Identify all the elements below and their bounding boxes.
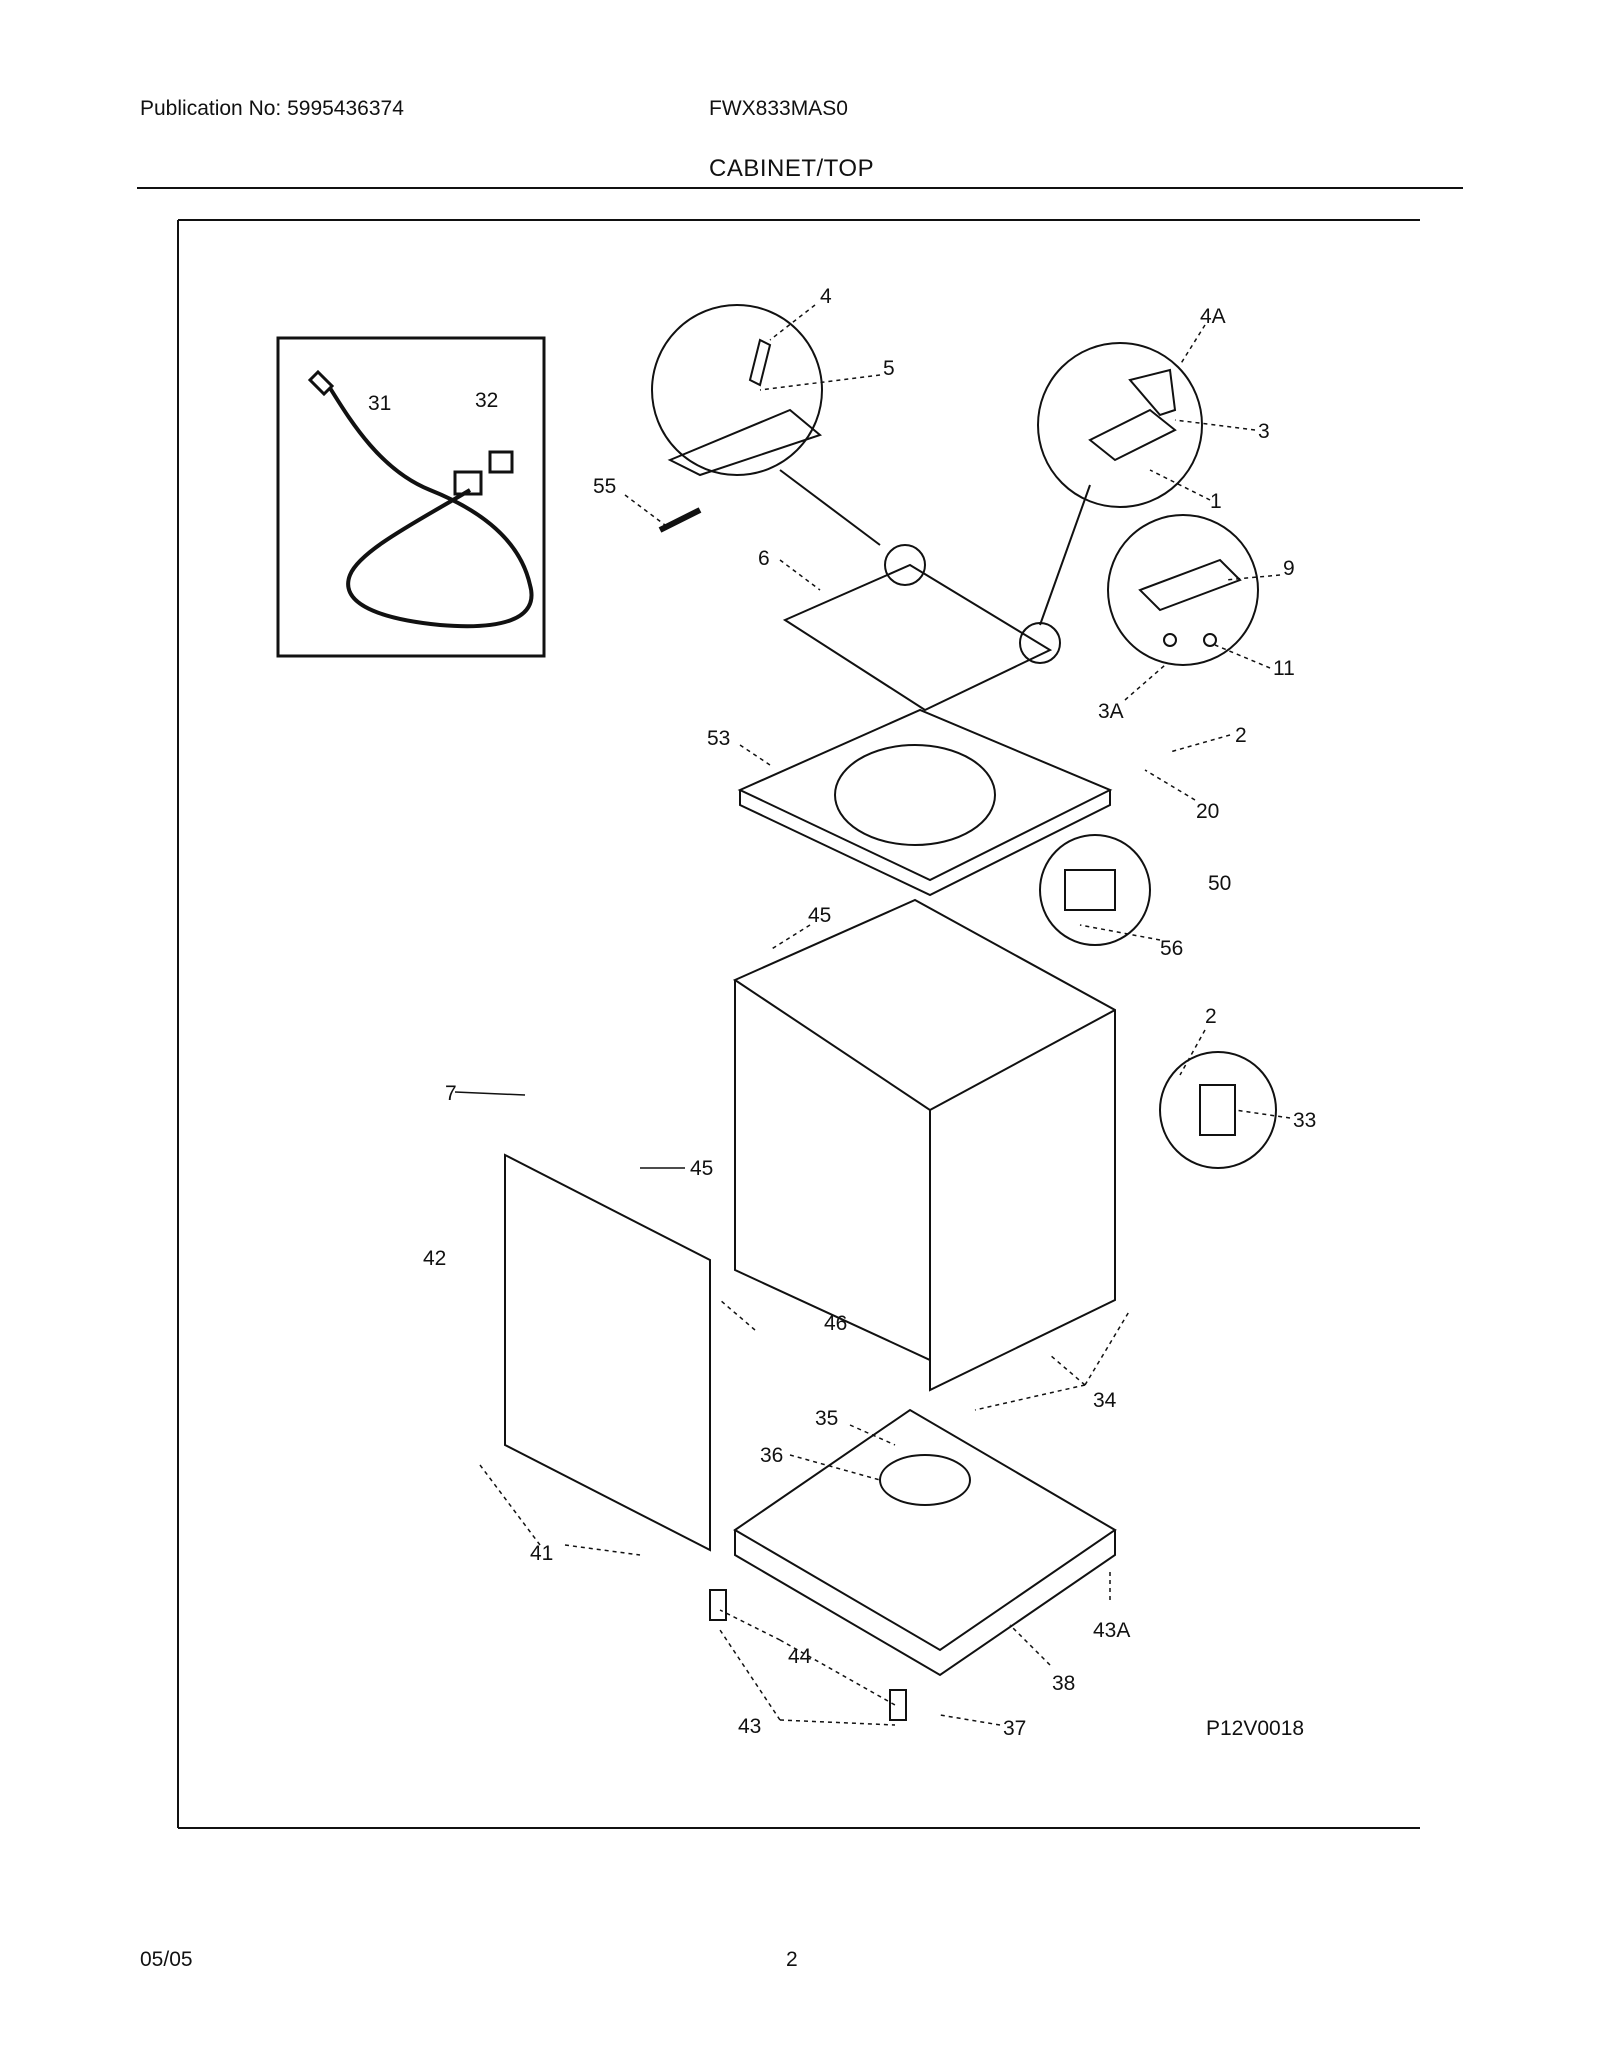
callout-36: 36: [760, 1444, 783, 1467]
callout-45-top: 45: [808, 904, 831, 927]
callout-labels: 4 4A 5 3 31 32 55 1 6 9 11 3A 53 2 20 50…: [368, 285, 1316, 1740]
leader-lines: [479, 304, 1291, 1726]
callout-55: 55: [593, 475, 616, 498]
callout-44: 44: [788, 1645, 812, 1668]
callout-2-top: 2: [1235, 724, 1247, 747]
callout-9: 9: [1283, 557, 1295, 580]
callout-53: 53: [707, 727, 730, 750]
callout-11: 11: [1273, 657, 1295, 680]
detail-pointer-right: [1019, 622, 1061, 664]
callout-34: 34: [1093, 1389, 1117, 1412]
spring-part: [658, 507, 702, 533]
front-panel-part: [504, 1153, 711, 1552]
callout-31: 31: [368, 392, 391, 415]
callout-43A: 43A: [1093, 1619, 1130, 1642]
callout-4: 4: [820, 285, 832, 308]
leg-left: [709, 1589, 727, 1621]
hinge-detail-left: [651, 304, 881, 546]
callout-7: 7: [445, 1082, 457, 1105]
callout-41: 41: [530, 1542, 553, 1565]
header-rule: [137, 187, 1463, 189]
callout-2-bracket: 2: [1205, 1005, 1217, 1028]
section-title: CABINET/TOP: [709, 155, 875, 182]
callout-37: 37: [1003, 1717, 1026, 1740]
detail-pointer-left: [884, 544, 926, 586]
callout-35: 35: [815, 1407, 838, 1430]
model-number: FWX833MAS0: [709, 97, 848, 120]
callout-5: 5: [883, 357, 895, 380]
switch-detail: [1039, 834, 1151, 946]
callout-38: 38: [1052, 1672, 1075, 1695]
callout-56: 56: [1160, 937, 1183, 960]
callout-3A: 3A: [1098, 700, 1124, 723]
callout-1: 1: [1210, 490, 1222, 513]
base-part: [733, 1408, 1117, 1677]
callout-45-front: 45: [690, 1157, 713, 1180]
page-number: 2: [786, 1948, 798, 1971]
callout-20: 20: [1196, 800, 1219, 823]
bracket-detail: [1159, 1051, 1277, 1169]
callout-50: 50: [1208, 872, 1231, 895]
solid-leaders: [454, 1091, 685, 1169]
callout-4A: 4A: [1200, 305, 1226, 328]
publication-number: Publication No: 5995436374: [140, 97, 404, 120]
top-panel-part: [737, 708, 1113, 897]
publication-date: 05/05: [140, 1948, 193, 1971]
cabinet-part: [732, 898, 1116, 1392]
callout-6: 6: [758, 547, 770, 570]
hinge-detail-right: [1037, 342, 1203, 626]
drawing-code: P12V0018: [1206, 1717, 1304, 1740]
callout-43: 43: [738, 1715, 761, 1738]
leg-right: [889, 1689, 907, 1721]
latch-detail: [1107, 514, 1259, 666]
callout-3: 3: [1258, 420, 1270, 443]
callout-46: 46: [824, 1312, 847, 1335]
power-cord-inset: [276, 336, 546, 658]
callout-32: 32: [475, 389, 498, 412]
callout-42: 42: [423, 1247, 446, 1270]
lid-part: [782, 563, 1053, 712]
callout-33: 33: [1293, 1109, 1316, 1132]
